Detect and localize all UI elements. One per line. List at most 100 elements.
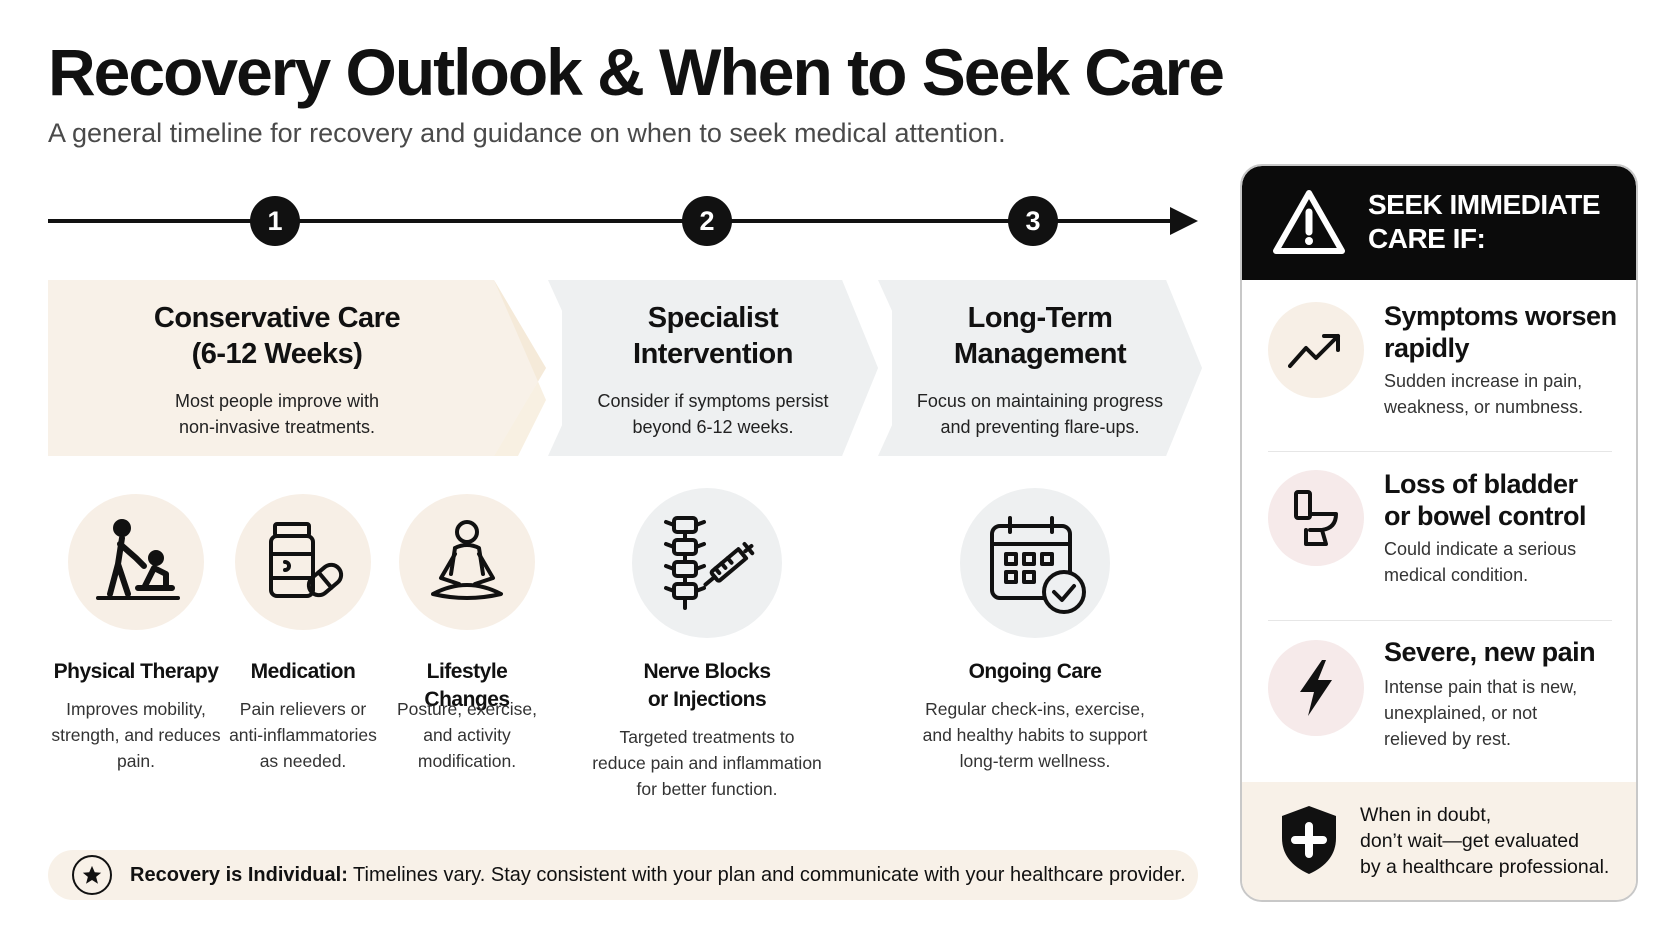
spine-syringe-icon xyxy=(632,488,782,638)
desc-line: Targeted treatments to xyxy=(619,727,795,747)
seek-care-footer-text: When in doubt, don’t wait—get evaluated … xyxy=(1360,802,1609,880)
desc-line: Improves mobility, xyxy=(66,699,206,719)
seek-care-title-line: CARE IF: xyxy=(1368,223,1486,254)
phase-description: Most people improve with non-invasive tr… xyxy=(48,388,506,440)
timeline: 1 2 3 xyxy=(48,196,1198,246)
desc-line: and healthy habits to support xyxy=(922,725,1148,745)
desc-line: weakness, or numbness. xyxy=(1384,397,1584,417)
meditation-icon xyxy=(399,494,535,630)
medication-icon xyxy=(235,494,371,630)
desc-line: modification. xyxy=(417,751,517,771)
treatment-desc-physical-therapy: Improves mobility, strength, and reduces… xyxy=(46,696,226,774)
step-number: 3 xyxy=(1025,206,1040,236)
seek-care-panel: SEEK IMMEDIATE CARE IF: Symptoms worsen … xyxy=(1240,164,1638,902)
desc-line: reduce pain and inflammation xyxy=(592,753,822,773)
treatment-title-ongoing-care: Ongoing Care xyxy=(968,660,1102,683)
warning-title-line: Loss of bladder xyxy=(1384,469,1578,499)
recovery-note-text: Recovery is Individual: Timelines vary. … xyxy=(130,864,1186,887)
shield-plus-icon xyxy=(1282,806,1336,874)
phase-shape xyxy=(548,280,878,456)
title-line: or Injections xyxy=(647,688,767,711)
treatment-title-physical-therapy: Physical Therapy xyxy=(53,660,219,683)
phase-title: Long-Term xyxy=(967,302,1113,334)
warning-title-line: Symptoms worsen xyxy=(1384,301,1617,331)
phase-desc-line: Most people improve with xyxy=(174,391,380,411)
desc-line: Pain relievers or xyxy=(239,699,367,719)
desc-line: unexplained, or not xyxy=(1384,703,1538,723)
star-icon xyxy=(72,855,112,895)
seek-care-title-line: SEEK IMMEDIATE xyxy=(1368,189,1601,220)
treatment-title-nerve-blocks: Nerve Blocks or Injections xyxy=(582,658,832,714)
lightning-icon xyxy=(1268,640,1364,736)
phase-desc-line: beyond 6-12 weeks. xyxy=(632,417,794,437)
treatment-desc-nerve-blocks: Targeted treatments to reduce pain and i… xyxy=(572,724,842,802)
phase-desc-line: Focus on maintaining progress xyxy=(916,391,1164,411)
seek-care-title: SEEK IMMEDIATE CARE IF: xyxy=(1368,188,1601,256)
footer-line: don’t wait—get evaluated xyxy=(1360,830,1579,852)
seek-care-footer: When in doubt, don’t wait—get evaluated … xyxy=(1242,782,1636,900)
phase-description: Focus on maintaining progress and preven… xyxy=(878,388,1202,440)
phase-title: (6-12 Weeks) xyxy=(191,338,363,370)
footer-line: by a healthcare professional. xyxy=(1360,856,1610,878)
step-number: 1 xyxy=(267,206,282,236)
desc-line: relieved by rest. xyxy=(1384,729,1512,749)
treatment-desc-medication: Pain relievers or anti-inflammatories as… xyxy=(218,696,388,774)
phase-desc-line: non-invasive treatments. xyxy=(178,417,376,437)
seek-care-header: SEEK IMMEDIATE CARE IF: xyxy=(1242,166,1636,280)
desc-line: long-term wellness. xyxy=(959,751,1111,771)
phase-desc-line: and preventing flare-ups. xyxy=(940,417,1140,437)
phase-title: Intervention xyxy=(633,338,793,370)
phase-title: Specialist xyxy=(647,302,779,334)
step-number: 2 xyxy=(699,206,714,236)
timeline-step-1: 1 xyxy=(250,196,300,246)
phase-desc-line: Consider if symptoms persist xyxy=(597,391,829,411)
warning-description: Sudden increase in pain, weakness, or nu… xyxy=(1384,368,1583,420)
desc-line: Regular check-ins, exercise, xyxy=(925,699,1145,719)
physical-therapy-icon xyxy=(68,494,204,630)
warning-title: Loss of bladder or bowel control xyxy=(1384,468,1587,532)
divider xyxy=(1268,451,1612,452)
desc-line: Sudden increase in pain, xyxy=(1384,371,1583,391)
treatment-desc-lifestyle-changes: Posture, exercise, and activity modifica… xyxy=(382,696,552,774)
footer-line: When in doubt, xyxy=(1360,804,1492,826)
warning-title-line: or bowel control xyxy=(1384,501,1587,531)
treatment-desc-ongoing-care: Regular check-ins, exercise, and healthy… xyxy=(900,696,1170,774)
phase-title: Conservative Care xyxy=(153,302,401,334)
warning-description: Intense pain that is new, unexplained, o… xyxy=(1384,674,1577,752)
desc-line: medical condition. xyxy=(1384,565,1529,585)
desc-line: and activity xyxy=(423,725,511,745)
divider xyxy=(1268,620,1612,621)
toilet-icon xyxy=(1268,470,1364,566)
warning-item-bladder-bowel: Loss of bladder or bowel control Could i… xyxy=(1242,458,1636,618)
phase-long-term-management: Long-Term Management Focus on maintainin… xyxy=(878,280,1202,456)
desc-line: pain. xyxy=(117,751,155,771)
timeline-arrowhead xyxy=(1170,207,1198,235)
page-title: Recovery Outlook & When to Seek Care xyxy=(48,35,1225,109)
desc-line: for better function. xyxy=(636,779,778,799)
phase-title: Management xyxy=(953,338,1127,370)
warning-item-severe-pain: Severe, new pain Intense pain that is ne… xyxy=(1242,630,1636,780)
warning-title: Severe, new pain xyxy=(1384,637,1596,667)
desc-line: Intense pain that is new, xyxy=(1384,677,1578,697)
phase-description: Consider if symptoms persist beyond 6-12… xyxy=(548,388,878,440)
phase-specialist-intervention: Specialist Intervention Consider if symp… xyxy=(548,280,878,456)
treatment-title-medication: Medication xyxy=(250,660,356,683)
warning-title-line: rapidly xyxy=(1384,333,1470,363)
calendar-check-icon xyxy=(960,488,1110,638)
phase-conservative-care: Conservative Care (6-12 Weeks) Most peop… xyxy=(48,280,546,456)
page-subtitle: A general timeline for recovery and guid… xyxy=(48,118,1006,148)
warning-description: Could indicate a serious medical conditi… xyxy=(1384,536,1576,588)
warning-title: Symptoms worsen rapidly xyxy=(1384,300,1617,364)
recovery-note-bold: Recovery is Individual: xyxy=(130,863,348,886)
desc-line: anti-inflammatories xyxy=(229,725,377,745)
warning-triangle-icon xyxy=(1273,190,1345,254)
desc-line: as needed. xyxy=(259,751,347,771)
desc-line: strength, and reduces xyxy=(51,725,221,745)
title-line: Nerve Blocks xyxy=(643,660,771,683)
phase-shape xyxy=(48,280,546,456)
warning-item-symptoms-worsen: Symptoms worsen rapidly Sudden increase … xyxy=(1242,290,1636,450)
recovery-note-body: Timelines vary. Stay consistent with you… xyxy=(347,863,1186,886)
recovery-note-bar: Recovery is Individual: Timelines vary. … xyxy=(48,850,1198,900)
phase-shape xyxy=(878,280,1202,456)
treatment-title-lifestyle-changes: Lifestyle Changes xyxy=(424,660,510,711)
